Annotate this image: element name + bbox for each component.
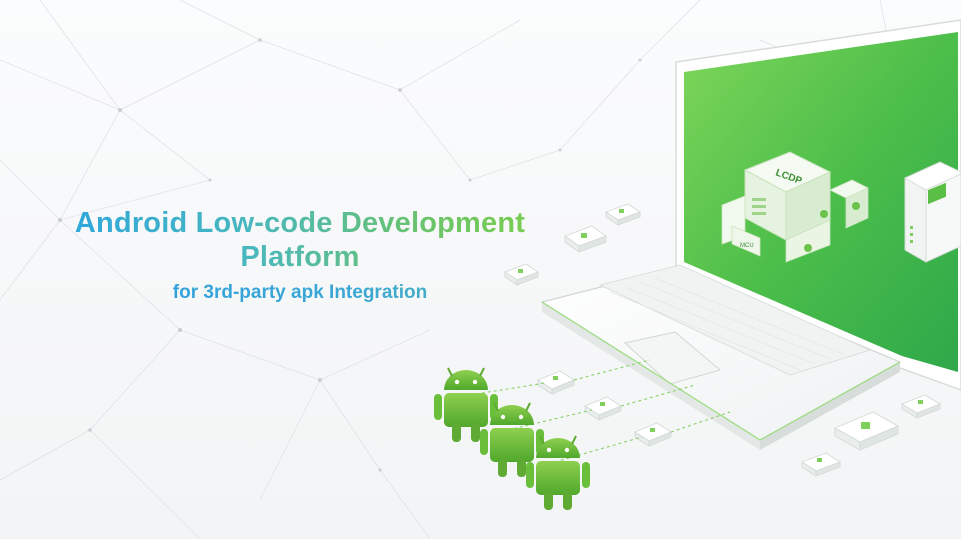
slide-title-line-1: Android Low-code Development [40,205,560,241]
lcdp-server-icon: LCDP MCU [721,151,869,263]
laptop-icon [540,19,961,450]
mcu-chip-label: MCU [740,243,754,249]
title-block: Android Low-code Development Platform fo… [40,205,560,305]
slide-title-line-2: Platform [40,239,560,275]
android-robot-icon [434,367,590,510]
floating-cube-icon [904,161,961,263]
slide-subtitle: for 3rd-party apk Integration [40,281,560,305]
chip-tile-icon [504,203,942,477]
